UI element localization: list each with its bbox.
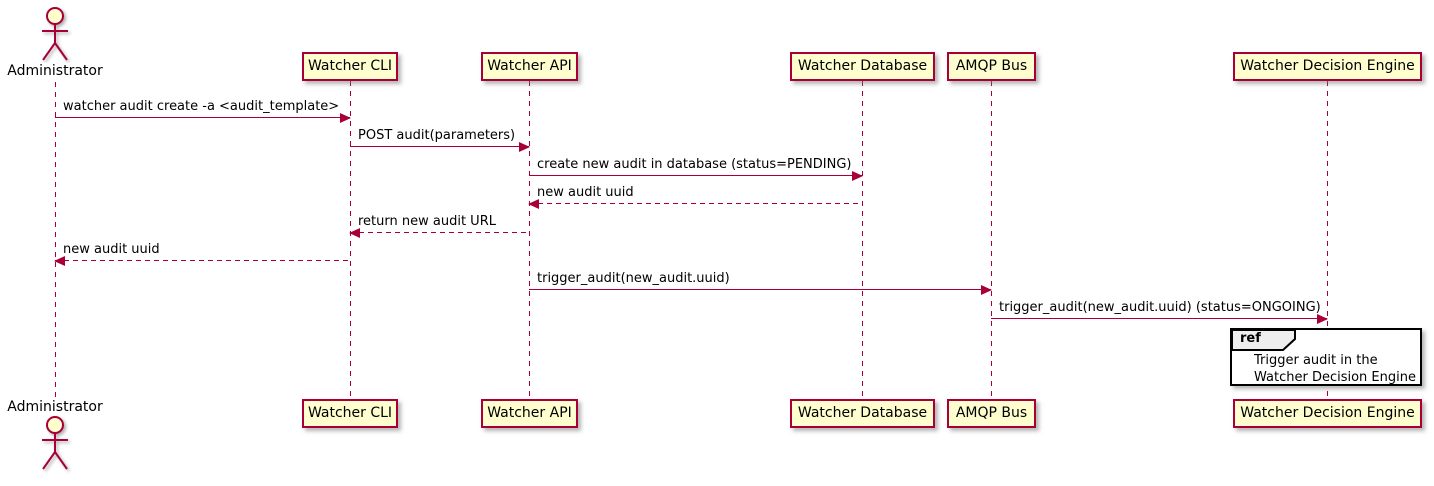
ref-header: ref (1231, 329, 1297, 351)
lifeline-watcher-decision-engine (1327, 81, 1328, 399)
ref-text-line2: Watcher Decision Engine (1254, 370, 1416, 385)
ref-fragment: ref Trigger audit in the Watcher Decisio… (1230, 328, 1422, 386)
lifeline-watcher-cli (350, 81, 351, 399)
message-label: POST audit(parameters) (358, 128, 516, 143)
participant-watcher-api-top: Watcher API (481, 52, 578, 81)
message-label: trigger_audit(new_audit.uuid) (status=ON… (999, 300, 1321, 315)
message-trigger-audit: trigger_audit(new_audit.uuid) (529, 270, 992, 295)
message-line (529, 288, 991, 290)
message-line (350, 145, 529, 147)
lifeline-watcher-api (529, 81, 530, 399)
participant-amqp-bus-top: AMQP Bus (947, 52, 1036, 81)
message-return-audit-url: return new audit URL (349, 213, 529, 238)
message-trigger-audit-ongoing: trigger_audit(new_audit.uuid) (status=ON… (991, 299, 1328, 324)
participant-watcher-decision-engine-top: Watcher Decision Engine (1233, 52, 1422, 81)
participant-amqp-bus-bottom: AMQP Bus (947, 399, 1036, 428)
participant-watcher-api-bottom: Watcher API (481, 399, 578, 428)
participant-watcher-cli-top: Watcher CLI (302, 52, 398, 81)
message-post-audit: POST audit(parameters) (350, 127, 530, 152)
message-create-audit-db: create new audit in database (status=PEN… (529, 156, 863, 181)
participant-watcher-cli-bottom: Watcher CLI (302, 399, 398, 428)
message-label: trigger_audit(new_audit.uuid) (537, 271, 730, 286)
message-line (55, 259, 350, 261)
lifeline-administrator (55, 82, 56, 399)
message-new-audit-uuid-db: new audit uuid (528, 184, 862, 209)
arrow-head-icon (981, 284, 992, 295)
arrow-head-icon (54, 255, 65, 266)
message-label: create new audit in database (status=PEN… (537, 157, 852, 172)
lifeline-watcher-database (862, 81, 863, 399)
message-line (991, 317, 1327, 319)
message-label: new audit uuid (63, 242, 160, 257)
administrator-actor-icon (42, 7, 68, 61)
message-line (529, 202, 862, 204)
arrow-head-icon (349, 227, 360, 238)
arrow-head-icon (340, 112, 351, 123)
actor-label-bottom: Administrator (7, 399, 103, 415)
participant-watcher-database-bottom: Watcher Database (790, 399, 935, 428)
administrator-actor-icon-bottom (42, 416, 68, 470)
ref-text: Trigger audit in the Watcher Decision En… (1254, 352, 1416, 386)
ref-text-line1: Trigger audit in the (1254, 353, 1378, 368)
message-audit-create: watcher audit create -a <audit_template> (55, 98, 351, 123)
arrow-head-icon (528, 198, 539, 209)
message-line (350, 231, 529, 233)
participant-watcher-database-top: Watcher Database (790, 52, 935, 81)
message-line (55, 116, 350, 118)
message-new-audit-uuid-admin: new audit uuid (54, 241, 350, 266)
arrow-head-icon (1317, 313, 1328, 324)
ref-keyword: ref (1240, 331, 1261, 346)
message-label: watcher audit create -a <audit_template> (63, 99, 340, 114)
arrow-head-icon (519, 141, 530, 152)
ref-pentagon-icon (1231, 329, 1296, 351)
actor-label-top: Administrator (7, 63, 103, 79)
participant-watcher-decision-engine-bottom: Watcher Decision Engine (1233, 399, 1422, 428)
message-line (529, 174, 862, 176)
message-label: return new audit URL (358, 214, 496, 229)
message-label: new audit uuid (537, 185, 634, 200)
arrow-head-icon (852, 170, 863, 181)
lifeline-amqp-bus (991, 81, 992, 399)
